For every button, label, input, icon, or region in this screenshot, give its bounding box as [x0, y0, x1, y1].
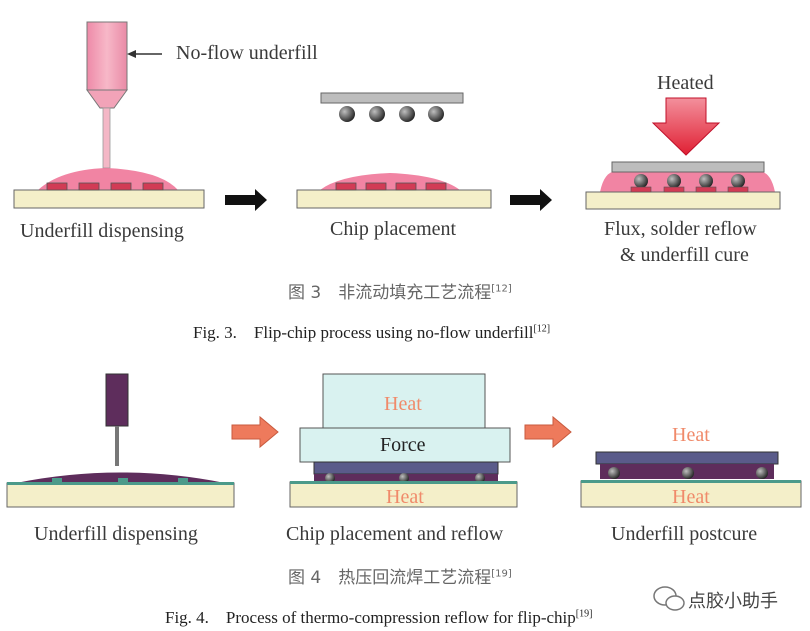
fig4-step3-label: Underfill postcure: [611, 523, 758, 545]
wechat-icon: [653, 586, 685, 611]
fig3-step2-illustration: [296, 92, 492, 209]
fig3-caption-en: Fig. 3. Flip-chip process using no-flow …: [193, 323, 551, 342]
fig3-step3-illustration: [585, 97, 781, 210]
fig3-arrow-2: [510, 189, 552, 211]
fig4-force-label: Force: [380, 434, 426, 456]
fig4-step1-illustration: [6, 373, 235, 508]
fig3-step1-illustration: [13, 21, 205, 209]
fig4-step1-label: Underfill dispensing: [34, 523, 198, 545]
fig4-heat-top-label: Heat: [384, 393, 422, 415]
fig4-arrow-2: [524, 415, 572, 449]
no-flow-underfill-label: No-flow underfill: [176, 42, 318, 64]
fig3-step3-label-line1: Flux, solder reflow: [604, 218, 757, 240]
fig4-step2-label: Chip placement and reflow: [286, 523, 504, 545]
fig4-caption-cn: 图 4 热压回流焊工艺流程[19]: [288, 568, 512, 588]
heated-label: Heated: [657, 72, 714, 94]
fig4-heat-postcure-top-label: Heat: [672, 424, 710, 446]
fig3-arrow-1: [225, 189, 267, 211]
fig4-step3-illustration: [580, 451, 802, 508]
fig4-arrow-1: [231, 415, 279, 449]
watermark-text: 点胶小助手: [688, 591, 778, 612]
fig4-heat-bottom-label: Heat: [386, 486, 424, 508]
fig4-step2-illustration: [289, 373, 518, 508]
fig3-step3-label-line2: & underfill cure: [620, 244, 749, 266]
fig4-heat-postcure-bottom-label: Heat: [672, 486, 710, 508]
fig4-caption-en: Fig. 4. Process of thermo-compression re…: [165, 608, 593, 627]
fig3-caption-cn: 图 3 非流动填充工艺流程[12]: [288, 283, 512, 303]
fig3-step1-label: Underfill dispensing: [20, 220, 184, 242]
fig3-step2-label: Chip placement: [330, 218, 457, 240]
